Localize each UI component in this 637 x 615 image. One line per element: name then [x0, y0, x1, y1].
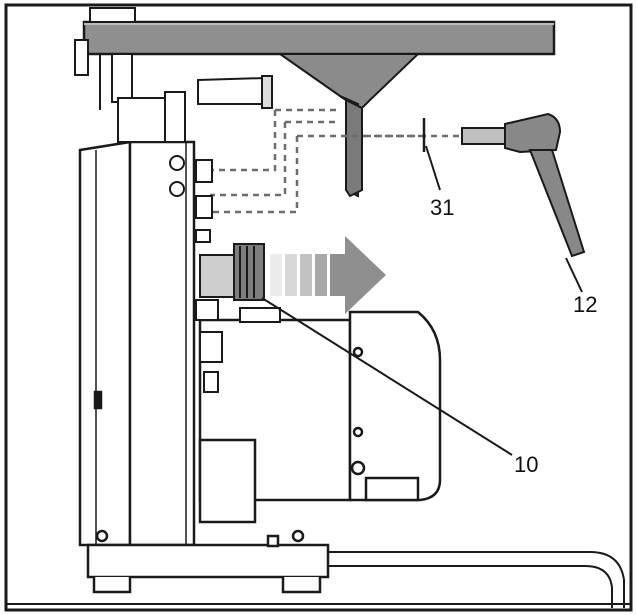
- leader-line-10: [261, 297, 513, 456]
- column-fittings: [117, 75, 273, 243]
- bench-surface: [325, 551, 625, 608]
- machine-base: [86, 529, 330, 594]
- dust-hopper: [276, 53, 421, 198]
- motor-brackets: [195, 299, 281, 393]
- callout-12: 12: [573, 292, 597, 317]
- adjustment-knob-part-10: [199, 243, 265, 301]
- arrow-right-icon: [270, 236, 386, 314]
- callout-10: 10: [514, 452, 538, 477]
- callout-31: 31: [430, 195, 454, 220]
- motor-housing: [198, 310, 442, 524]
- dashed-guide-lines: [210, 108, 460, 214]
- machine-column: [78, 140, 196, 547]
- washer-part-31: [422, 118, 441, 191]
- clamping-lever-part-12: [461, 112, 586, 293]
- table-top: [82, 20, 556, 56]
- diagram-border: [4, 3, 633, 612]
- column-upper: [74, 7, 136, 110]
